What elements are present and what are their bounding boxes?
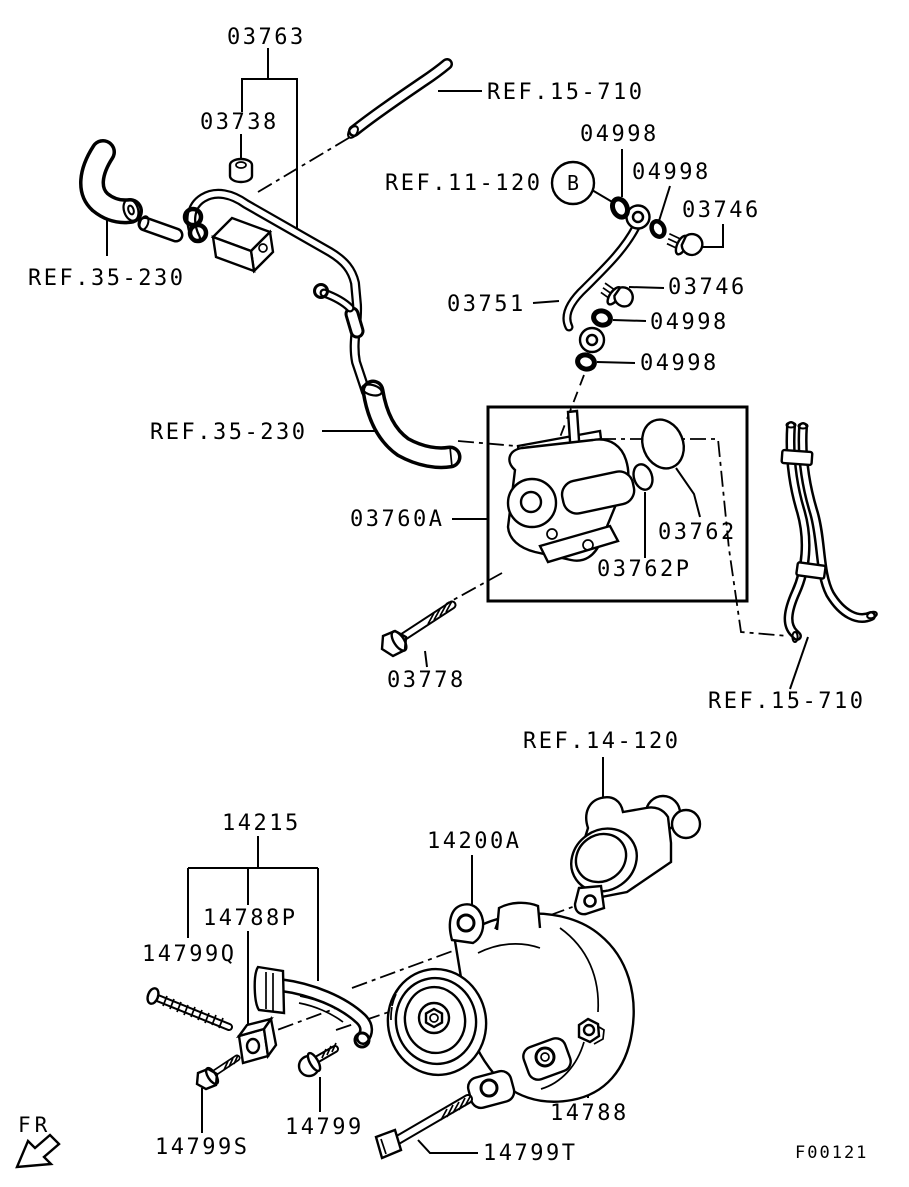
- label-fr: FR: [18, 1113, 51, 1137]
- leader-lines: [106, 48, 809, 1154]
- label-04998-c: 04998: [650, 310, 729, 335]
- label-ref-15-710-a: REF.15-710: [487, 80, 644, 105]
- pipe-assembly-03763: [79, 139, 371, 397]
- label-14799: 14799: [285, 1115, 364, 1140]
- label-14215: 14215: [222, 811, 301, 836]
- label-03746-a: 03746: [682, 198, 761, 223]
- bolt-03778: [380, 600, 457, 658]
- bolt-14799t: [374, 1094, 473, 1160]
- label-03763: 03763: [227, 25, 306, 50]
- bolt-14799: [297, 1042, 339, 1078]
- bolt-14799s: [195, 1054, 241, 1091]
- label-ref-35-230-a: REF.35-230: [28, 266, 185, 291]
- figure-code: F00121: [795, 1143, 868, 1163]
- stud-14799q: [146, 987, 233, 1031]
- stay-arm-14215: [253, 965, 374, 1049]
- fr-direction-arrow: [15, 1133, 61, 1169]
- label-03778: 03778: [387, 668, 466, 693]
- part-labels: 03763 03738 REF.35-230 REF.15-710 04998 …: [18, 25, 868, 1166]
- label-14788p: 14788P: [203, 906, 297, 931]
- bracket-ref-14-120: [570, 794, 702, 916]
- label-03738: 03738: [200, 110, 279, 135]
- label-14799q: 14799Q: [142, 942, 236, 967]
- label-04998-d: 04998: [640, 351, 719, 376]
- label-03746-b: 03746: [668, 275, 747, 300]
- label-03762: 03762: [658, 520, 737, 545]
- label-14200a: 14200A: [427, 829, 521, 854]
- hose-ref-35-230-b: [361, 379, 462, 470]
- label-04998-a: 04998: [580, 122, 659, 147]
- label-03760a: 03760A: [350, 507, 444, 532]
- banjo-bolt-chain: [550, 160, 704, 372]
- pump-detail-box: [486, 405, 749, 603]
- label-ref-15-710-b: REF.15-710: [708, 689, 865, 714]
- nut-14788: [577, 1017, 605, 1045]
- label-03751: 03751: [447, 292, 526, 317]
- label-14799t: 14799T: [483, 1141, 577, 1166]
- label-ref-11-120: REF.11-120: [385, 171, 542, 196]
- label-04998-b: 04998: [632, 160, 711, 185]
- twin-hose-ref-15-710: [780, 421, 878, 643]
- label-14799s: 14799S: [155, 1135, 249, 1160]
- label-03762p: 03762P: [597, 557, 691, 582]
- label-detail-b: B: [567, 171, 579, 195]
- nut-block: [235, 1015, 278, 1065]
- label-ref-14-120: REF.14-120: [523, 729, 680, 754]
- label-14788: 14788: [550, 1101, 629, 1126]
- alternator-14200a: [386, 901, 635, 1110]
- label-ref-35-230-b: REF.35-230: [150, 420, 307, 445]
- hose-ref-15-710-top: [347, 58, 453, 139]
